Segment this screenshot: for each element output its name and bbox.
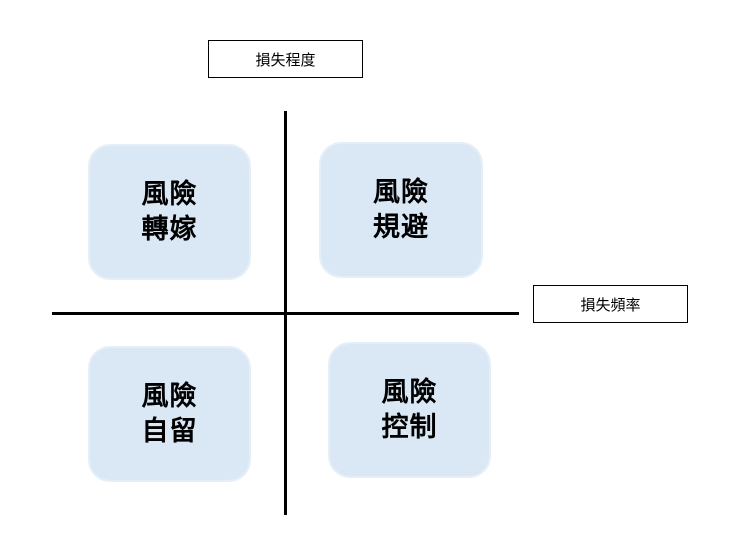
quadrant-line1: 風險 (141, 179, 198, 210)
y-axis-label-text: 損失程度 (255, 50, 316, 69)
quadrant-risk-retention: 風險 自留 (88, 346, 251, 482)
quadrant-line2: 規避 (373, 212, 429, 243)
quadrant-line1: 風險 (373, 177, 429, 208)
x-axis-label-text: 損失頻率 (580, 295, 641, 314)
quadrant-line2: 控制 (381, 412, 438, 443)
quadrant-risk-avoidance: 風險 規避 (319, 142, 483, 278)
quadrant-line1: 風險 (381, 377, 438, 408)
quadrant-line1: 風險 (141, 381, 198, 412)
horizontal-axis (52, 312, 519, 315)
x-axis-label: 損失頻率 (533, 285, 688, 323)
y-axis-label: 損失程度 (208, 40, 363, 78)
quadrant-risk-control: 風險 控制 (328, 342, 491, 478)
quadrant-line2: 自留 (141, 416, 198, 447)
quadrant-risk-transfer: 風險 轉嫁 (88, 144, 251, 280)
quadrant-line2: 轉嫁 (141, 214, 198, 245)
